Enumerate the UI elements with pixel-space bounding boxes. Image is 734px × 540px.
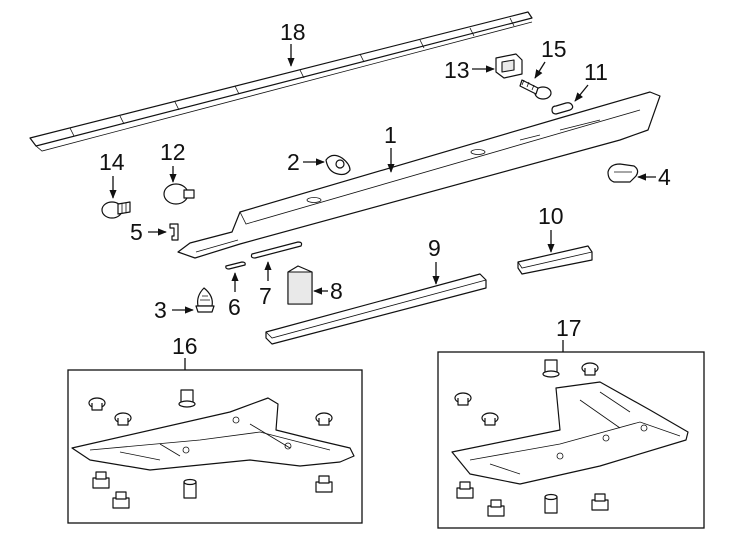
fasteners-kit-16	[88, 389, 333, 509]
callout-17: 17	[556, 315, 582, 341]
callout-7: 7	[259, 283, 272, 309]
nut-clip-part-13	[495, 53, 523, 79]
clip-part-2	[325, 154, 351, 176]
callout-10: 10	[538, 203, 564, 229]
callout-18: 18	[280, 19, 306, 45]
garnish-strip-part	[29, 11, 533, 152]
callout-2: 2	[287, 149, 300, 175]
bolt-part-14	[101, 201, 131, 219]
callout-12: 12	[160, 139, 186, 165]
callout-8: 8	[330, 278, 343, 304]
leader-11	[574, 84, 589, 102]
grommet-part-4	[607, 163, 639, 183]
callout-4: 4	[658, 164, 671, 190]
strip-part-9	[265, 273, 487, 345]
callout-5: 5	[130, 219, 143, 245]
block-pad-part-8	[287, 265, 313, 305]
callout-15: 15	[541, 36, 567, 62]
callout-1: 1	[384, 122, 397, 148]
kit-box-16	[67, 369, 363, 524]
strip-part-10	[517, 245, 593, 275]
bracket-part-5	[169, 223, 179, 241]
fastener-part-3	[195, 287, 215, 313]
callout-9: 9	[428, 235, 441, 261]
callout-16: 16	[172, 333, 198, 359]
screw-part-15	[519, 79, 552, 100]
callout-3: 3	[154, 297, 167, 323]
long-pad-part-7	[250, 241, 303, 259]
under-cover-part-17	[451, 381, 689, 485]
under-cover-part-16	[71, 397, 355, 471]
callout-11: 11	[584, 59, 608, 85]
push-clip-part-12	[163, 183, 195, 205]
fasteners-kit-17	[454, 359, 609, 517]
rocker-panel-part	[177, 91, 661, 259]
leader-15	[534, 61, 546, 79]
pad-part-6	[225, 261, 246, 270]
callout-14: 14	[99, 149, 125, 175]
plug-part-11	[551, 102, 574, 115]
kit-box-17	[437, 351, 705, 529]
callout-6: 6	[228, 294, 241, 320]
callout-13: 13	[444, 57, 470, 83]
